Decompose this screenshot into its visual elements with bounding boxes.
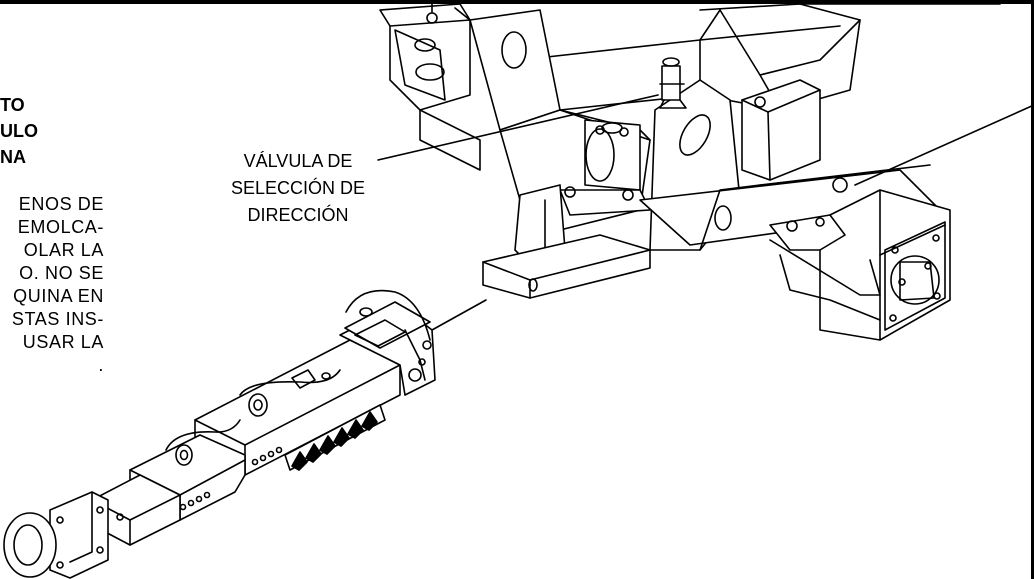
direction-valve-callout-label: VÁLVULA DE SELECCIÓN DE DIRECCIÓN	[230, 151, 366, 225]
instruction-text: ENOS DE EMOLCA- OLAR LA O. NO SE QUINA E…	[11, 194, 104, 375]
top-border-rule	[0, 0, 1034, 4]
right-border-rule	[1031, 0, 1034, 579]
callout-leader-lines	[377, 94, 659, 331]
tow-bar	[3, 289, 436, 579]
section-heading: TO ULO NA	[0, 95, 38, 167]
vehicle-frame	[379, 3, 1034, 341]
